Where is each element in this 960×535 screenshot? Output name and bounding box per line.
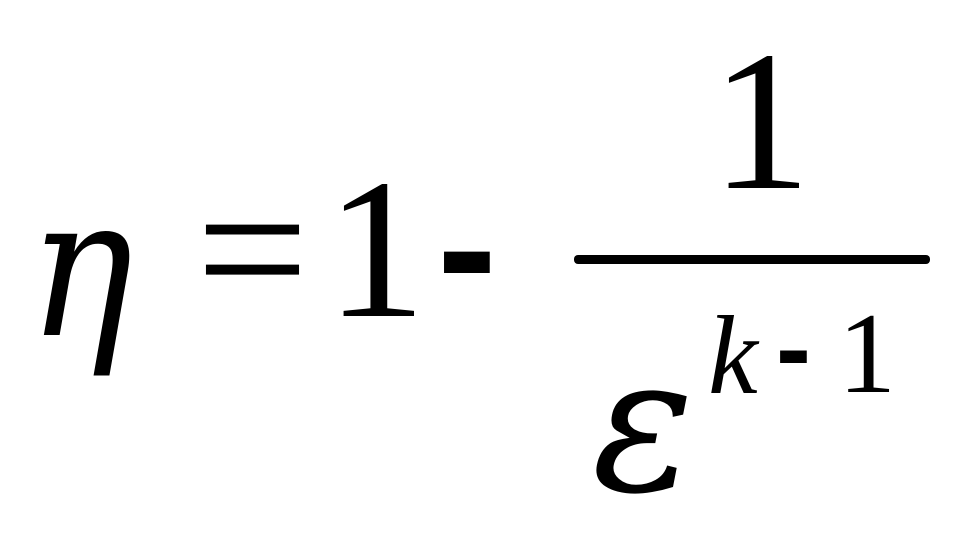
equals-sign: = [196,139,309,360]
epsilon-symbol: ε [592,314,694,535]
fraction-bar [574,255,930,264]
exponent-variable-k: k [708,294,758,418]
efficiency-formula: η = 1 - 1 ε k - 1 [28,11,930,535]
exponent-minus-sign: - [776,290,811,407]
exponent-constant-one: 1 [838,290,896,418]
eta-symbol: η [28,154,134,381]
minus-sign: - [437,147,497,348]
constant-one: 1 [326,139,426,360]
fraction-numerator: 1 [711,11,811,232]
